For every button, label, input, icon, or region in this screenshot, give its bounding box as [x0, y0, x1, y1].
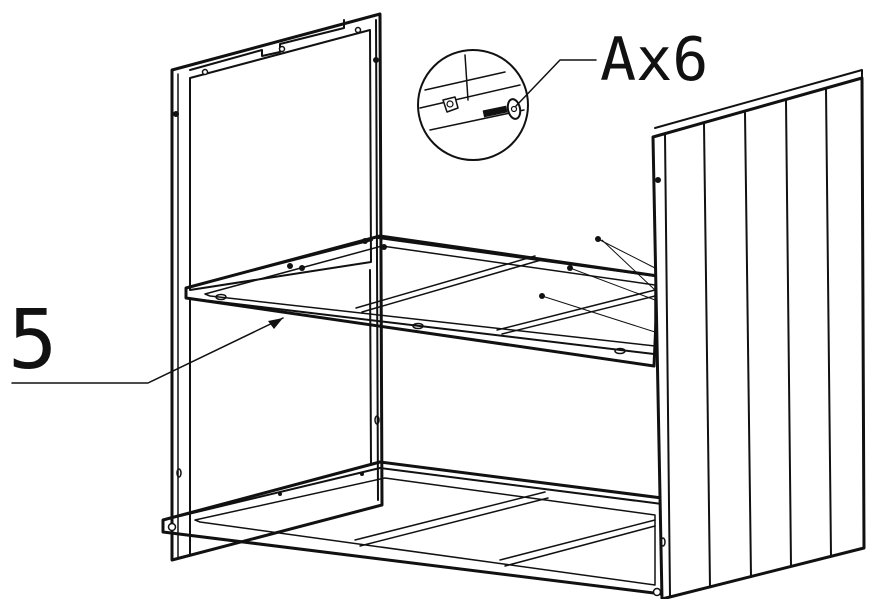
bottom-shelf	[161, 460, 664, 597]
left-end-frame	[170, 12, 384, 562]
right-end-panel	[651, 69, 866, 599]
hardware-detail-circle	[417, 49, 529, 161]
hardware-quantity-label: Ax6	[600, 25, 708, 95]
step-leader	[11, 317, 284, 384]
hardware-leader	[515, 59, 597, 107]
middle-shelf	[184, 234, 660, 368]
step-number-label: 5	[8, 293, 57, 388]
